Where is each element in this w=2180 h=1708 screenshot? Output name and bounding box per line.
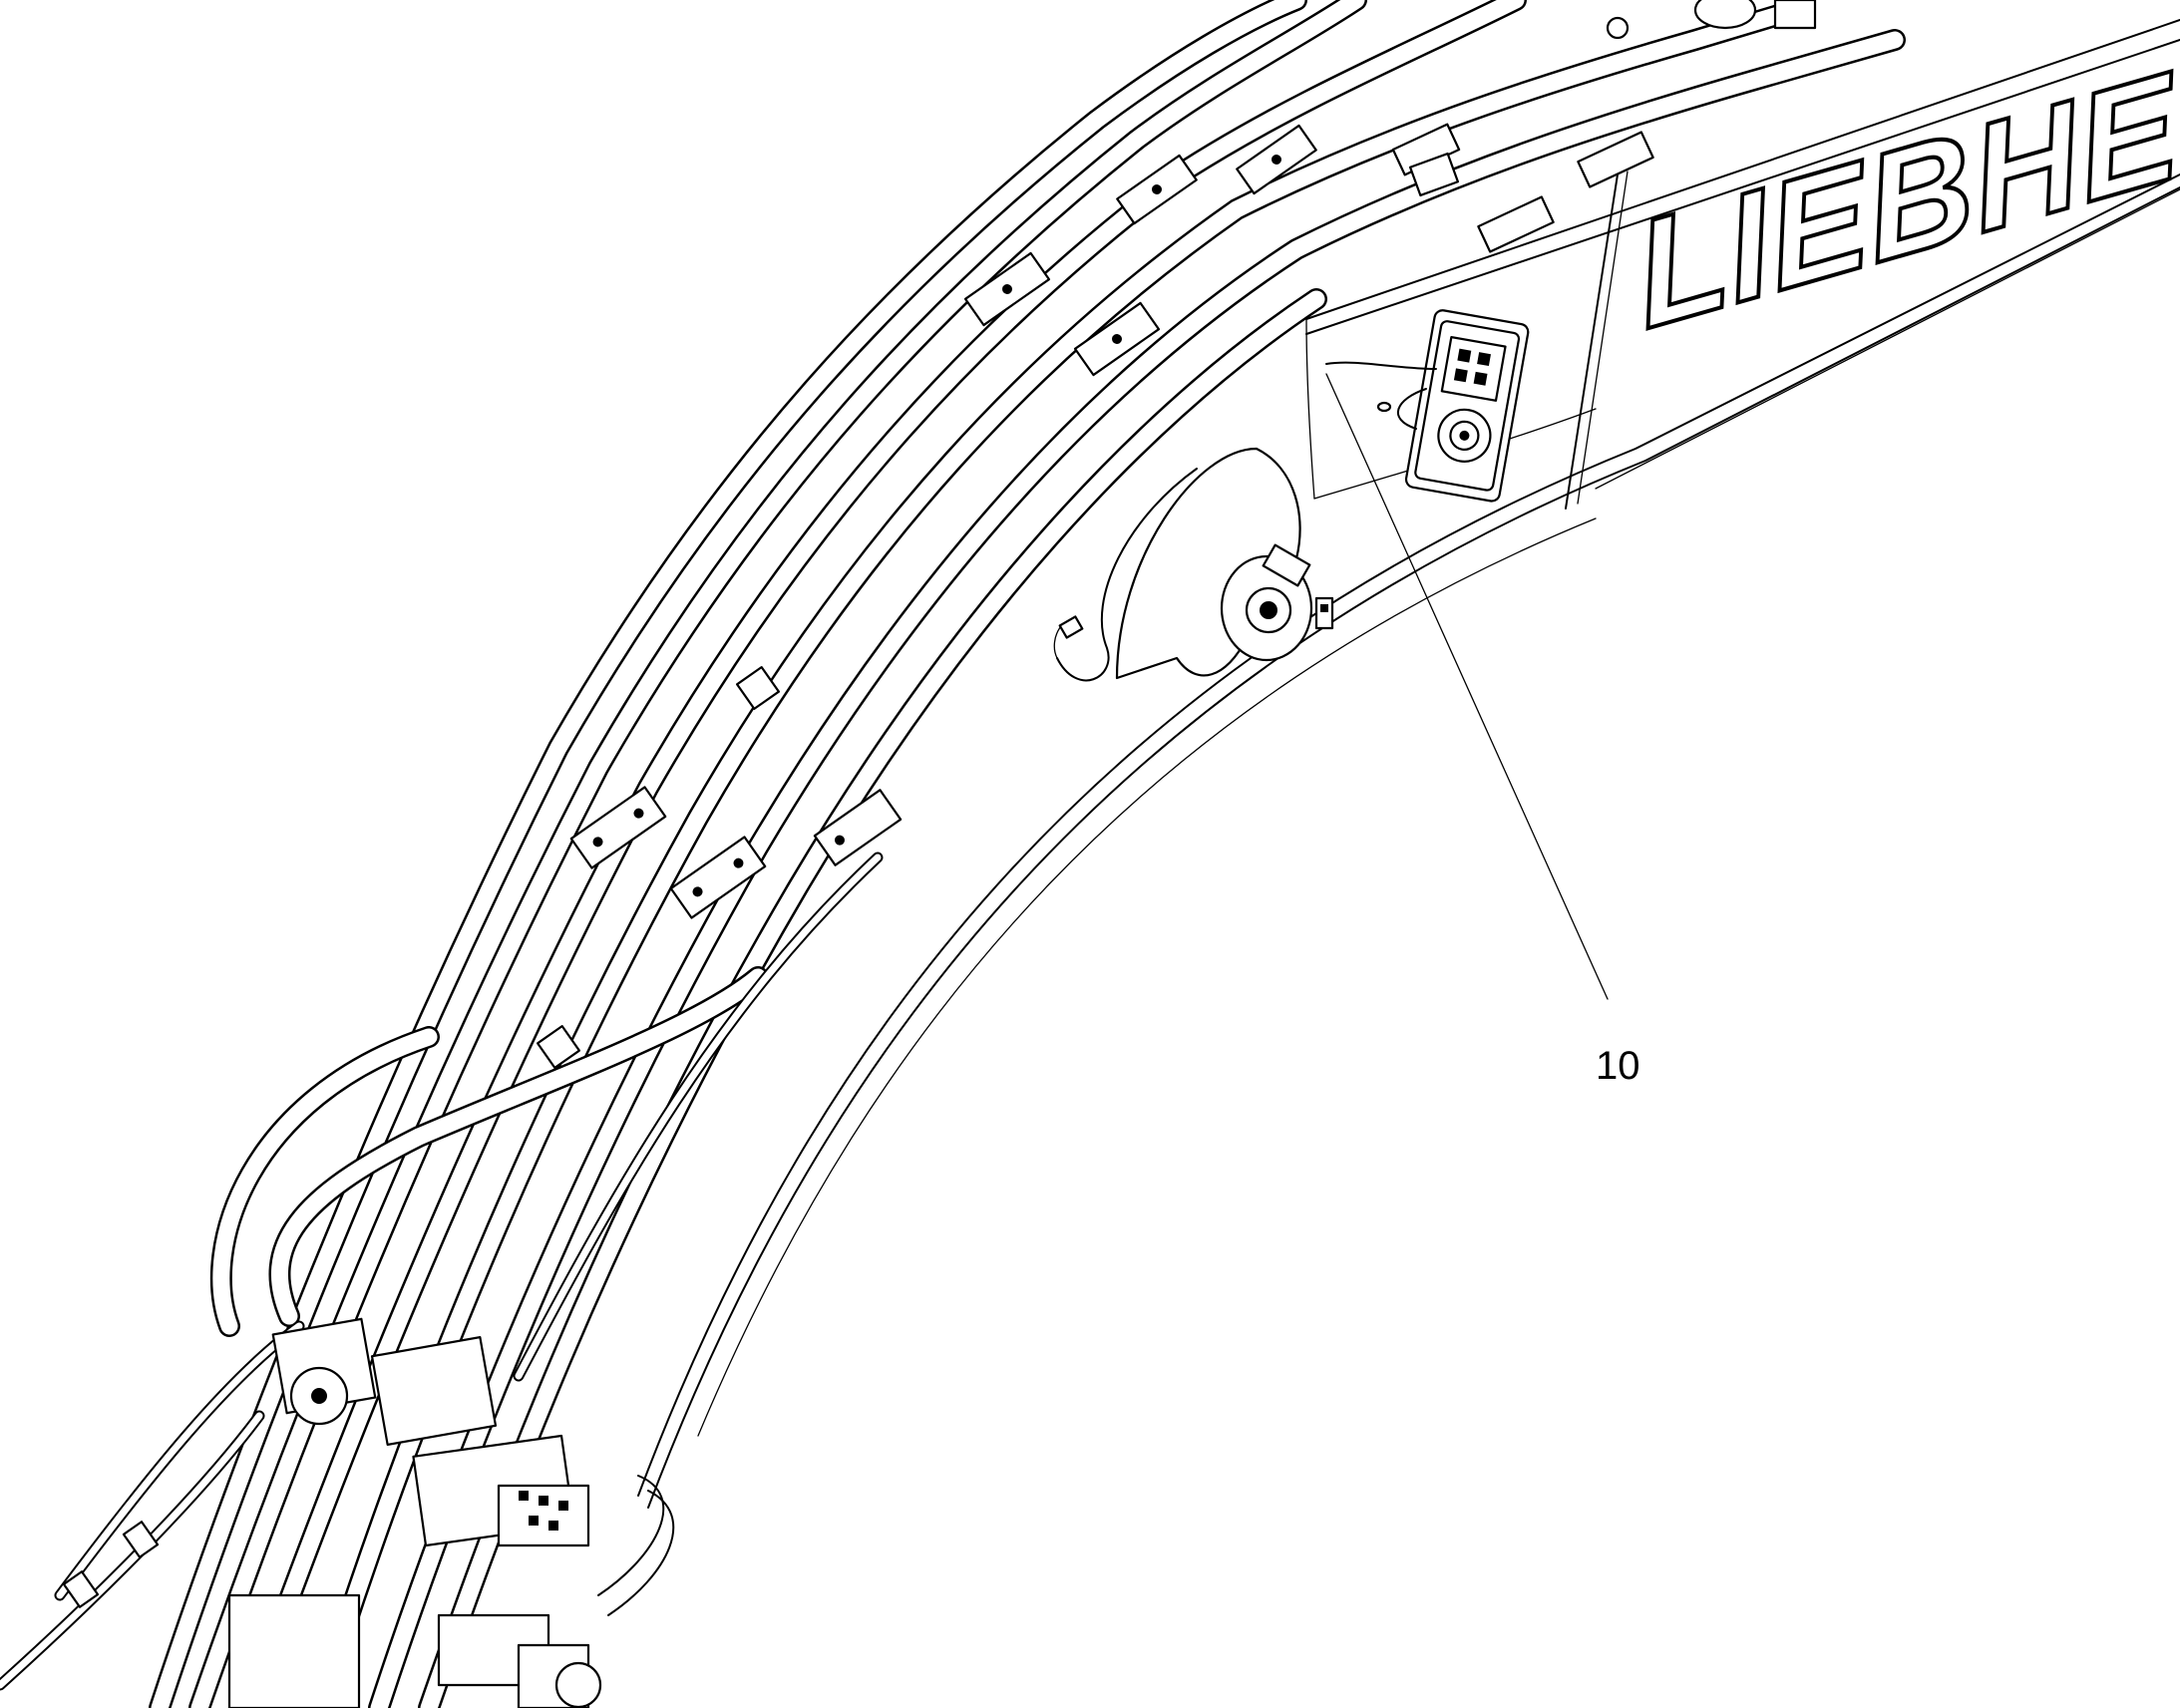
callout-label-10: 10 <box>1596 1044 1640 1088</box>
valve-manifold <box>62 1317 675 1708</box>
hose-clamps <box>537 123 1654 1069</box>
brand-text: LIEBHERR <box>1627 0 2180 361</box>
hose-bundle <box>0 0 1906 1708</box>
junction-box <box>1404 309 1530 503</box>
callout-leader-10 <box>1325 373 1609 1000</box>
box-wire <box>1325 361 1437 370</box>
work-light <box>1053 447 1334 682</box>
boom-top-details <box>1408 0 1817 197</box>
brand-lettering: LIEBHERR <box>1625 0 2180 363</box>
boom-body <box>637 19 2180 1509</box>
